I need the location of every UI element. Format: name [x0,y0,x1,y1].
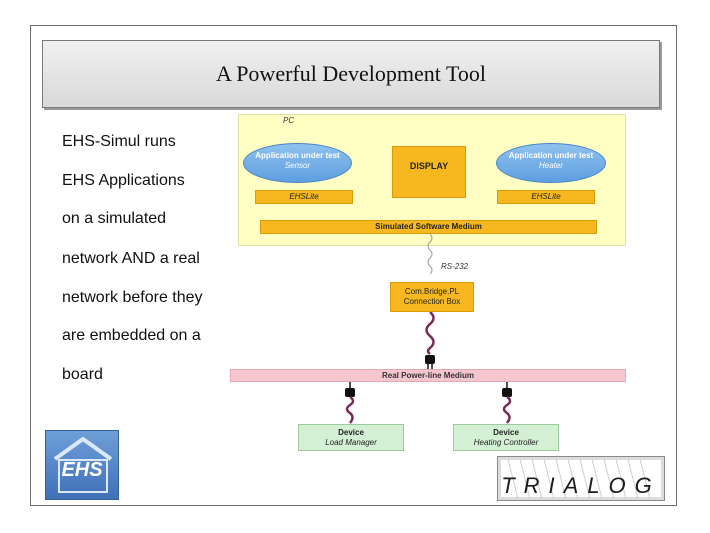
ehs-logo-text: EHS [61,459,103,481]
pc-label: PC [283,116,295,125]
house-icon [53,437,113,493]
body-line: EHS-Simul runs [62,133,176,150]
trialog-logo: TRIALOG [497,456,665,501]
app-under-test-heater: Application under test Heater [496,143,606,183]
app-left-subtitle: Sensor [284,161,311,170]
device-right-subtitle: Heating Controller [473,438,539,447]
simulated-software-medium: Simulated Software Medium [260,220,597,234]
ehslite-right: EHSLite [497,190,595,204]
body-line: on a simulated [62,210,167,227]
rs232-label: RS-232 [441,262,469,271]
connection-box: Com.Bridge.PL Connection Box [390,282,474,312]
device-left-title: Device [338,428,364,437]
trialog-stripes-icon [507,458,651,500]
body-line: network AND a real [62,250,200,267]
app-under-test-sensor: Application under test Sensor [243,143,352,183]
body-line: EHS Applications [62,172,185,189]
display-box: DISPLAY [392,146,466,198]
ehs-logo: EHS [45,430,119,500]
body-line: network before they [62,289,203,306]
device-heating-controller: Device Heating Controller [453,424,559,451]
slide-title: A Powerful Development Tool [216,61,486,86]
connection-box-line2: Connection Box [403,297,461,306]
title-bar: A Powerful Development Tool [42,40,660,108]
device-left-subtitle: Load Manager [325,438,377,447]
app-right-subtitle: Heater [538,161,563,170]
app-right-title: Application under test [508,151,594,160]
device-load-manager: Device Load Manager [298,424,404,451]
real-power-line-medium: Real Power-line Medium [230,369,626,382]
body-line: board [62,366,103,383]
trialog-logo-text: TRIALOG [501,473,661,498]
body-line: are embedded on a [62,327,201,344]
ehslite-left: EHSLite [255,190,353,204]
connection-box-line1: Com.Bridge.PL [404,287,460,296]
app-left-title: Application under test [255,151,340,160]
device-right-title: Device [493,428,519,437]
